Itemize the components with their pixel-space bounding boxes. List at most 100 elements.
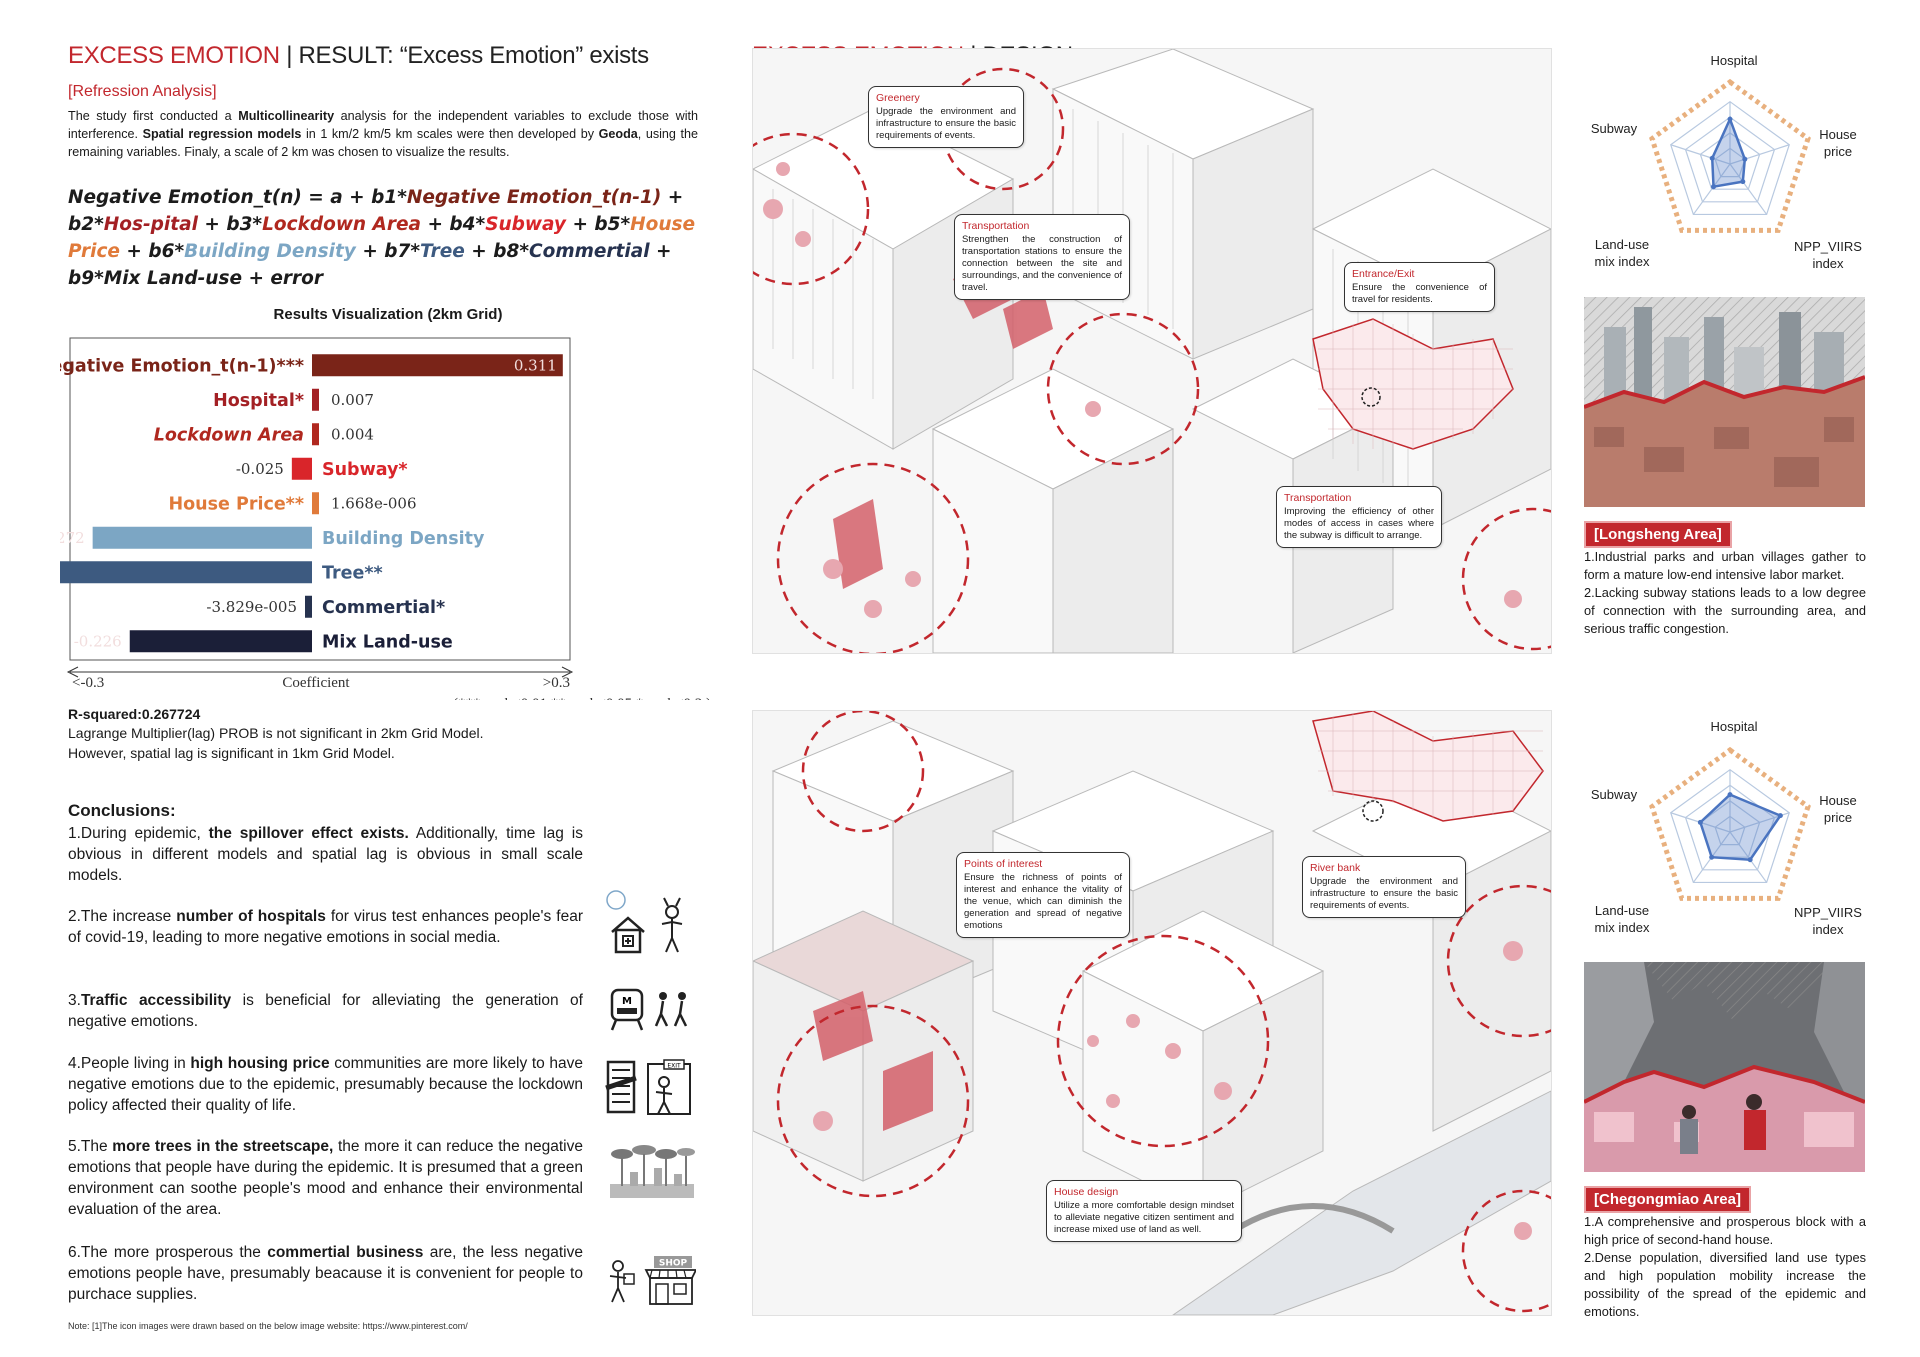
text-run: 3. <box>68 992 81 1009</box>
radar-grid-ring-3 <box>1714 815 1746 846</box>
callout-transportation-2: Transportation Improving the efficiency … <box>1276 486 1442 548</box>
text-run: + b9*Mix Land-use + error <box>68 241 672 289</box>
radar-data-point-1 <box>1777 813 1783 819</box>
radar-grid-ring-1 <box>1684 784 1776 871</box>
category-label-6: Tree** <box>322 563 383 583</box>
text-run: Subway <box>485 214 566 235</box>
text-run: House Price <box>68 214 696 262</box>
callout-house-design: House design Utilize a more comfortable … <box>1046 1180 1242 1242</box>
bar-5 <box>92 526 312 549</box>
bar-1 <box>312 388 319 411</box>
hospital-icon <box>606 890 683 954</box>
conclusion-3: 3.Traffic accessibility is beneficial fo… <box>68 990 583 1032</box>
radar-data-point-4 <box>1709 155 1715 161</box>
callout-transportation-1: Transportation Strengthen the constructi… <box>954 214 1130 300</box>
photo-chegongmiao <box>1584 962 1865 1172</box>
text-run: the spillover effect exists. <box>208 825 409 842</box>
callout-river-bank: River bank Upgrade the environment and i… <box>1302 856 1466 918</box>
axonometric-drawing-top <box>753 49 1551 653</box>
text-run: analysis for the independent variables t… <box>68 109 698 141</box>
desc-line: 2.Lacking subway stations leads to a low… <box>1584 585 1866 636</box>
r-squared: R-squared:0.267724 <box>68 706 201 722</box>
text-run: + b4* <box>421 214 486 235</box>
callout-points-of-interest-title: Points of interest <box>964 858 1043 870</box>
radar-outer-ring <box>1649 746 1811 901</box>
category-label-2: Lockdown Area <box>154 425 304 445</box>
radar-spoke-4 <box>1670 144 1731 165</box>
radar1-label-land-use: Land-use mix index <box>1594 237 1650 269</box>
text-run: , using the remaining variables. Finaly,… <box>68 127 698 159</box>
text-run: 5.The <box>68 1138 113 1155</box>
significance-note: (***:prob<0.01 **:prob<0.05 *:prob<0.2 ) <box>453 696 711 700</box>
text-run: + b5* <box>566 214 631 235</box>
shop-icon: SHOP <box>609 1256 696 1305</box>
callout-points-of-interest-text: Ensure the richness of points of interes… <box>964 872 1122 931</box>
bar-2 <box>312 423 319 446</box>
exit-sign: EXIT <box>667 1063 681 1070</box>
text-run: is beneficial for alleviating the genera… <box>68 992 583 1030</box>
callout-greenery-text: Upgrade the environment and infrastructu… <box>876 106 1016 141</box>
text-run: high housing price <box>190 1055 330 1072</box>
conclusion-4: 4.People living in high housing price co… <box>68 1053 583 1116</box>
text-run: + b3* <box>197 214 263 235</box>
radar2-label-land-use: Land-use mix index <box>1594 903 1650 935</box>
radar-grid-ring-3 <box>1714 147 1746 178</box>
area-desc-longsheng: 1.Industrial parks and urban villages ga… <box>1584 548 1866 638</box>
radar-data-point-4 <box>1697 819 1703 825</box>
radar-grid-ring-0 <box>1670 100 1790 216</box>
radar1-label-hospital: Hospital <box>1710 53 1758 68</box>
conclusion-6: 6.The more prosperous the commertial bus… <box>68 1242 583 1305</box>
value-label-5: -0.272 <box>60 529 85 547</box>
callout-river-bank-title: River bank <box>1310 862 1361 874</box>
text-run: Commertial <box>529 241 650 262</box>
text-run: + b2* <box>68 187 684 235</box>
left-title-red: EXCESS EMOTION <box>68 42 280 69</box>
radar-spoke-1 <box>1729 144 1790 165</box>
bar-8 <box>129 630 312 653</box>
callout-entrance-exit-text: Ensure the convenience of travel for res… <box>1352 282 1487 305</box>
callout-transportation-2-text: Improving the efficiency of other modes … <box>1284 506 1434 541</box>
text-run: 2.The increase <box>68 908 177 925</box>
x-axis-min-label: <-0.3 <box>72 675 104 691</box>
text-run: Building Density <box>184 241 356 262</box>
text-run: for virus test enhances people's fear of… <box>68 908 583 946</box>
heatmap-grid-top <box>1312 318 1514 450</box>
value-label-0: 0.311 <box>514 356 557 374</box>
radar-data-point-0 <box>1727 116 1733 122</box>
subway-icon: M <box>610 988 688 1031</box>
text-run: Traffic accessibility <box>80 992 232 1009</box>
bar-4 <box>312 492 319 515</box>
text-run: Negative Emotion_t(n) = a + b1* <box>68 187 407 208</box>
radar2-label-npp-viirs: NPP_VIIRS index <box>1794 905 1862 937</box>
category-label-3: Subway* <box>322 460 408 480</box>
value-label-7: -3.829e-005 <box>206 598 297 616</box>
text-run: more trees in the streetscape, <box>112 1138 334 1155</box>
svg-text:M: M <box>622 996 632 1007</box>
radar-data-point-3 <box>1711 184 1717 190</box>
heatmap-grid-bottom <box>1312 711 1544 822</box>
value-label-1: 0.007 <box>331 391 374 409</box>
callout-greenery-title: Greenery <box>876 92 920 104</box>
callout-transportation-2-title: Transportation <box>1284 492 1352 504</box>
category-label-7: Commertial* <box>322 598 445 618</box>
radar-data-point-0 <box>1727 792 1733 798</box>
shop-sign: SHOP <box>659 1259 688 1269</box>
regression-formula: Negative Emotion_t(n) = a + b1*Negative … <box>68 184 708 292</box>
text-run: The study first conducted a <box>68 109 239 123</box>
value-label-4: 1.668e-006 <box>331 494 417 512</box>
trees-icon <box>610 1145 695 1198</box>
radar2-label-subway: Subway <box>1590 787 1638 802</box>
callout-transportation-1-title: Transportation <box>962 220 1030 232</box>
footnote: Note: [1]The icon images were drawn base… <box>68 1321 468 1331</box>
text-run: in 1 km/2 km/5 km scales were then devel… <box>301 127 599 141</box>
callout-river-bank-text: Upgrade the environment and infrastructu… <box>1310 876 1458 911</box>
chart-frame <box>69 337 571 661</box>
value-label-2: 0.004 <box>331 425 374 443</box>
area-desc-chegongmiao: 1.A comprehensive and prosperous block w… <box>1584 1213 1866 1321</box>
value-label-3: -0.025 <box>236 460 284 478</box>
desc-line: 2.Dense population, diversified land use… <box>1584 1250 1866 1319</box>
text-run: Multicollinearity <box>238 109 335 123</box>
axonometric-drawing-bottom <box>753 711 1551 1315</box>
radar-chart-longsheng <box>1649 78 1811 233</box>
